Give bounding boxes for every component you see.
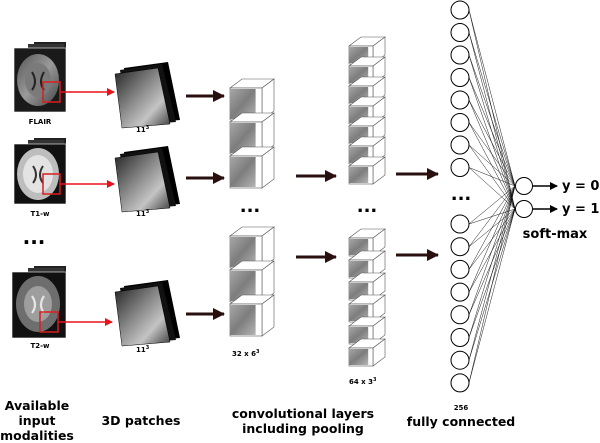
conv2-ellipsis: ... <box>357 196 378 217</box>
fc-neuron <box>450 135 470 155</box>
conv1-ellipsis: ... <box>240 196 261 217</box>
fc-neuron <box>450 282 470 302</box>
fc-neuron <box>450 373 470 393</box>
patch-cube-t2 <box>114 280 180 347</box>
patch-size-label-2: 113 <box>136 209 150 218</box>
output-label-y1: y = 1 <box>562 202 599 217</box>
conv2-feature-map-group-top <box>348 36 386 185</box>
fc-neuron <box>450 23 470 42</box>
patch-size-label-1: 113 <box>136 125 150 134</box>
fc-connection-lines <box>468 9 516 383</box>
fc-neuron <box>450 113 470 132</box>
flair-image-stack <box>13 42 67 113</box>
fc-neuron <box>450 45 470 65</box>
conv1-feature-map-group-bottom <box>229 226 275 337</box>
caption-input-line2: input <box>18 413 55 428</box>
conv2-cube-bottom-4 <box>348 316 386 345</box>
fc-size-label: 256 <box>454 404 469 412</box>
conv1-size-label: 32 x 63 <box>232 349 260 358</box>
patch-cube-t1 <box>114 146 180 213</box>
fc-neuron-column <box>450 0 470 393</box>
conv2-cube-bottom-5 <box>348 338 386 367</box>
fc-neuron <box>450 158 470 177</box>
fc-neuron <box>450 328 470 347</box>
conv1-feature-map-group-top <box>229 78 275 189</box>
caption-input-line1: Available <box>5 398 70 413</box>
output-neuron-1 <box>515 200 533 218</box>
patch-cube-flair <box>114 62 180 129</box>
softmax-label: soft-max <box>523 227 588 242</box>
conv2-feature-map-group-bottom <box>348 228 386 367</box>
output-neuron-0 <box>515 177 533 195</box>
modality-label-flair: FLAIR <box>29 118 52 126</box>
t2-image-stack <box>11 266 67 339</box>
fc-neuron <box>450 237 470 257</box>
fc-neuron <box>450 90 470 110</box>
conv2-size-label: 64 x 33 <box>349 377 377 386</box>
caption-conv-line1: convolutional layers <box>232 406 374 421</box>
fc-ellipsis: ... <box>451 184 472 205</box>
t1-image-stack <box>13 138 67 205</box>
fc-neuron <box>450 68 470 87</box>
fc-neuron <box>450 214 470 234</box>
conv1-cube-bottom-2 <box>229 294 275 337</box>
fc-neuron <box>450 259 470 279</box>
output-label-y0: y = 0 <box>562 179 599 194</box>
fc-neuron <box>450 305 470 325</box>
input-ellipsis: ... <box>23 225 46 249</box>
caption-fully-connected: fully connected <box>407 414 516 429</box>
conv1-cube-bottom-1 <box>229 260 275 303</box>
fc-neuron <box>450 0 470 20</box>
fc-neuron <box>450 350 470 370</box>
patch-size-label-3: 113 <box>136 345 150 354</box>
modality-label-t1: T1-w <box>30 210 50 218</box>
caption-input-line3: modalities <box>0 428 74 443</box>
conv2-cube-top-6 <box>348 156 386 185</box>
modality-label-t2: T2-w <box>30 342 50 350</box>
caption-conv-line2: including pooling <box>242 421 364 436</box>
caption-3d-patches: 3D patches <box>101 413 180 428</box>
conv1-cube-top-2 <box>229 146 275 189</box>
